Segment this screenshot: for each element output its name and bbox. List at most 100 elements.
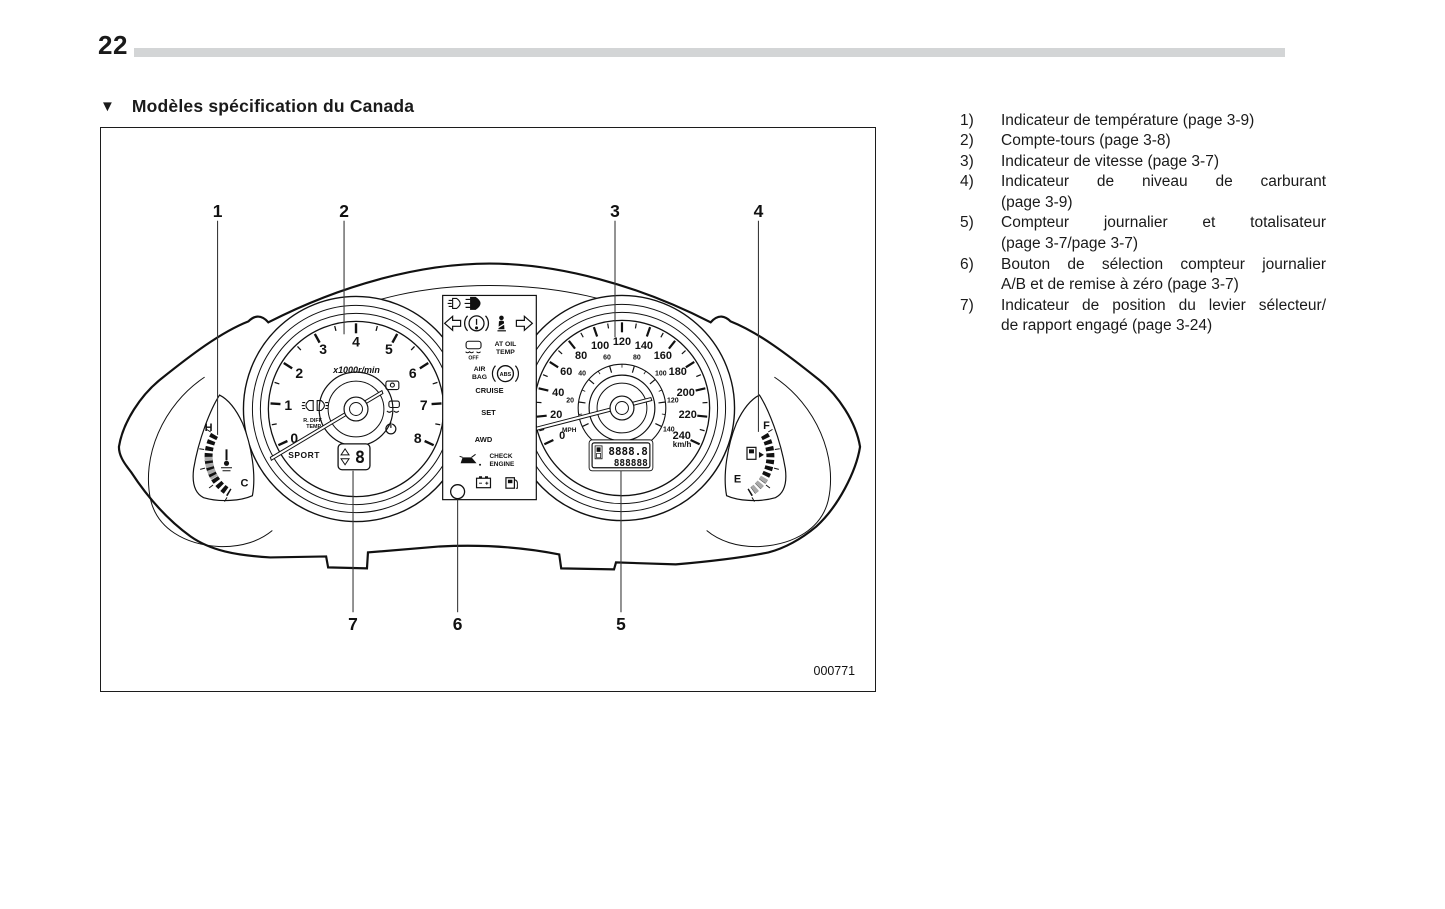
tach-minor-ticks [271,325,441,426]
vdc-indicator-icon [386,400,400,413]
trip-ab-indicator [594,445,603,460]
tach-number: 6 [409,365,417,381]
kmh-number: 240 [673,430,691,442]
legend-item: 5) Compteur journalier et totalisateur (… [960,213,1326,254]
fuel-gauge-ticks [751,428,780,502]
mph-number: 120 [667,398,679,405]
figure-code: 000771 [814,664,856,678]
legend-item-text: Bouton de sélection compteur journalier [1001,255,1326,273]
mph-number: 100 [655,371,667,378]
tach-number: 3 [319,341,327,357]
legend-item-number: 4) [960,173,974,191]
legend-item-number: 5) [960,214,974,232]
low-fuel-icon [505,477,518,489]
speedo-minor-ticks [536,323,708,432]
kmh-number: 60 [560,366,572,378]
temp-cold-label: C [240,478,248,490]
header-rule [134,48,1285,57]
instrument-cluster-figure: 0 1 2 3 4 5 6 7 8 x1000r/min R. DIFF TEM… [100,127,876,692]
gear-digit: 8 [355,447,365,467]
warning-light-panel: OFF AT OIL TEMP AIR BAG ABS CRUISE SET A… [442,294,537,501]
at-oil-label: AT OIL [495,341,517,348]
legend-item-number: 6) [960,255,974,273]
tach-number: 8 [414,430,422,446]
kmh-number: 200 [677,387,695,399]
fuel-pump-icon [746,446,764,460]
gear-up-triangle-icon [340,447,350,456]
legend-item: 1) Indicateur de température (page 3-9) [960,111,1326,132]
high-beam-icon [464,296,481,310]
kmh-number: 160 [654,350,672,362]
callout-4: 4 [754,201,764,221]
kmh-number: 20 [550,409,562,421]
odometer-value: 888888 [614,458,648,469]
security-indicator-icon [385,380,400,391]
tach-number: 0 [290,430,298,446]
kmh-number: 120 [613,336,631,348]
at-oil-temp-label: AT OIL TEMP [495,341,517,356]
check-engine-label: CHECK ENGINE [489,453,514,468]
legend-item-text: Indicateur de position du levier sélecte… [1001,296,1326,314]
legend-item-number: 7) [960,296,974,314]
abs-warning-icon: ABS [491,365,519,383]
kmh-unit-label: km/h [673,440,692,449]
temp-hot-label: H [205,422,213,434]
coolant-temp-icon [221,449,232,472]
legend-item: 4) Indicateur de niveau de carburant (pa… [960,172,1326,213]
legend-item-text: de rapport engagé (page 3-24) [1001,317,1213,335]
tach-unit-label: x1000r/min [332,365,380,375]
airbag-line2: BAG [472,374,487,381]
awd-indicator-label: AWD [475,435,493,444]
check-label: CHECK [489,453,512,460]
section-marker-icon: ▼ [100,98,115,115]
legend-item-text: (page 3-7/page 3-7) [1001,235,1139,253]
oil-pressure-icon [459,453,482,466]
tach-number: 7 [420,397,428,413]
mph-unit-label: MPH [562,427,577,434]
temp-gauge-ticks [199,428,228,502]
engine-label: ENGINE [489,461,514,468]
trip-reset-button [449,484,466,500]
page-number: 22 [98,30,128,60]
callout-2: 2 [339,201,349,221]
tach-number: 1 [284,397,292,413]
rear-diff-temp-label: R. DIFF TEMP [303,418,322,430]
mph-number: 60 [603,355,611,362]
tach-needle-cap [343,396,369,422]
tach-number: 2 [295,365,303,381]
brake-warning-icon [463,315,490,332]
kmh-number: 180 [669,366,687,378]
kmh-number: 220 [679,409,697,421]
legend-item-number: 3) [960,152,974,170]
cluster-diagram: 0 1 2 3 4 5 6 7 8 x1000r/min R. DIFF TEM… [117,201,862,678]
rdiff-label-line1: R. DIFF [303,418,322,424]
mph-number: 80 [633,355,641,362]
cruise-indicator-label: CRUISE [475,386,503,395]
section-heading: ▼ Modèles spécification du Canada [100,96,414,117]
mph-major-ticks [578,365,666,428]
speedo-mph-scale: 20 40 60 80 100 120 140 [566,355,678,434]
legend-item: 3) Indicateur de vitesse (page 3-7) [960,152,1326,173]
gear-down-triangle-icon [340,458,350,466]
turn-signal-left-icon [443,315,462,332]
mph-number: 40 [578,371,586,378]
section-title: Modèles spécification du Canada [131,96,415,116]
speedometer: 0 20 40 60 80 100 120 140 160 180 200 22… [508,294,736,522]
legend-list: 1) Indicateur de température (page 3-9) … [920,111,1326,338]
tach-major-ticks [270,323,442,447]
turn-signal-right-icon [515,315,534,332]
legend-item-text: Indicateur de niveau de carburant [1001,173,1326,191]
position-lights-icon [447,297,461,309]
legend-item-text: Indicateur de température (page 3-9) [1001,111,1255,129]
airbag-line1: AIR [474,366,486,373]
vdc-off-indicator: OFF [465,340,482,362]
kmh-number: 140 [635,340,653,352]
tach-scale: 0 1 2 3 4 5 6 7 8 [284,333,427,446]
mph-minor-ticks [578,364,666,415]
callout-7: 7 [348,614,358,634]
legend-item-text: (page 3-9) [1001,193,1073,211]
mph-number: 140 [663,426,675,433]
legend-item: 7) Indicateur de position du levier séle… [960,296,1326,337]
fuel-full-label: F [763,420,770,432]
